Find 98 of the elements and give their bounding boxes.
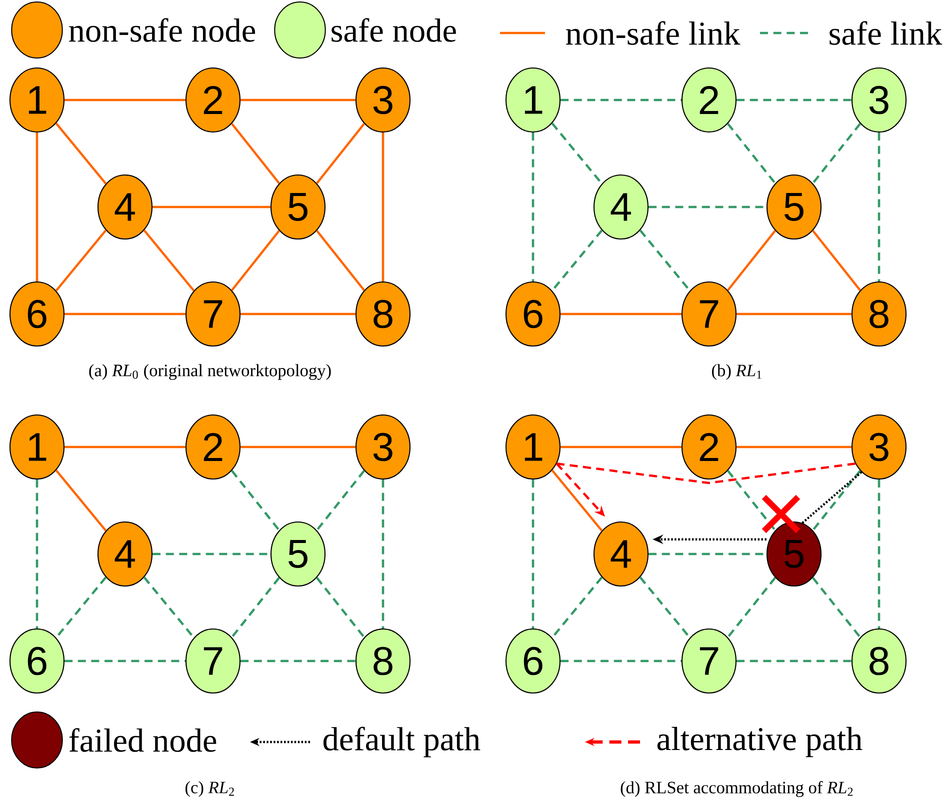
link xyxy=(152,206,270,208)
link xyxy=(55,470,107,532)
link xyxy=(230,123,280,184)
link xyxy=(382,132,384,282)
link xyxy=(316,470,366,531)
network-node: 8 xyxy=(355,281,411,347)
legend-label: non-safe node xyxy=(69,18,255,42)
subfigure-caption: (a) RL$_{0}$ (original networktopology) xyxy=(89,364,331,380)
link xyxy=(551,122,603,184)
link xyxy=(878,132,880,282)
network-node: 4 xyxy=(97,174,153,240)
link xyxy=(551,230,603,292)
link xyxy=(736,312,852,316)
link xyxy=(560,660,682,662)
link xyxy=(240,312,356,316)
link xyxy=(560,446,682,448)
network-node: 6 xyxy=(505,281,561,347)
link xyxy=(36,480,38,628)
network-node: 6 xyxy=(505,628,561,694)
network-node: 5 xyxy=(766,174,822,240)
network-node: 3 xyxy=(851,67,907,133)
network-node: 7 xyxy=(185,628,241,694)
link xyxy=(64,312,186,316)
network-node: 4 xyxy=(593,521,649,587)
link xyxy=(736,446,852,448)
network-node: 6 xyxy=(9,628,65,694)
link xyxy=(812,230,862,291)
link xyxy=(736,98,852,102)
network-node: 2 xyxy=(681,67,737,133)
subfigure-caption: (b) RL$_{1}$ xyxy=(712,364,762,380)
network-node: 3 xyxy=(851,414,907,480)
link xyxy=(382,480,384,628)
network-node: 8 xyxy=(851,281,907,347)
path-line xyxy=(556,462,856,484)
link xyxy=(55,122,107,184)
link xyxy=(736,660,852,662)
link xyxy=(726,577,776,638)
link xyxy=(64,446,186,448)
link xyxy=(55,230,107,292)
network-node: 6 xyxy=(9,281,65,347)
link xyxy=(316,577,366,638)
network-node: 5 xyxy=(766,521,822,587)
network-node: 5 xyxy=(270,174,326,240)
link xyxy=(64,660,186,662)
network-node: 1 xyxy=(505,67,561,133)
subfigure-caption: (d) RLSet accommodating of RL$_{2}$ xyxy=(620,781,853,797)
network-node: 4 xyxy=(593,174,649,240)
link xyxy=(316,230,366,291)
link xyxy=(726,230,776,291)
link xyxy=(240,98,356,102)
network-node: 2 xyxy=(185,414,241,480)
legend-label: default path xyxy=(323,726,480,758)
link xyxy=(726,470,776,531)
link xyxy=(560,312,682,316)
legend-label: failed node xyxy=(69,728,216,752)
link xyxy=(726,123,776,184)
network-node: 8 xyxy=(355,628,411,694)
link xyxy=(812,123,862,184)
legend-label: safe link xyxy=(830,21,942,45)
network-node: 1 xyxy=(9,414,65,480)
network-node: 7 xyxy=(681,281,737,347)
network-node: 7 xyxy=(681,628,737,694)
network-node: 5 xyxy=(270,521,326,587)
link xyxy=(532,132,534,282)
link xyxy=(639,230,691,292)
link xyxy=(878,480,880,628)
link xyxy=(143,230,195,292)
legend-label: safe node xyxy=(332,18,456,42)
network-node: 3 xyxy=(355,414,411,480)
link xyxy=(240,446,356,448)
path-line xyxy=(802,471,862,524)
network-node: 2 xyxy=(681,414,737,480)
link xyxy=(240,660,356,662)
link xyxy=(532,480,534,628)
network-node: 3 xyxy=(355,67,411,133)
network-node: 4 xyxy=(97,521,153,587)
legend-label: non-safe link xyxy=(566,21,740,45)
link xyxy=(639,576,691,638)
link xyxy=(36,132,38,282)
link xyxy=(230,230,280,291)
link xyxy=(812,577,862,638)
subfigure-caption: (c) RL$_{2}$ xyxy=(186,781,234,797)
link xyxy=(560,98,682,102)
link xyxy=(551,470,603,532)
network-node: 1 xyxy=(9,67,65,133)
link xyxy=(55,576,107,638)
link xyxy=(230,470,280,531)
network-node: 2 xyxy=(185,67,241,133)
link xyxy=(316,123,366,184)
link xyxy=(812,470,862,531)
network-node: 1 xyxy=(505,414,561,480)
link xyxy=(143,576,195,638)
network-node: 7 xyxy=(185,281,241,347)
legend-label: alternative path xyxy=(657,726,862,758)
link xyxy=(64,98,186,102)
link xyxy=(551,576,603,638)
network-node: 8 xyxy=(851,628,907,694)
link xyxy=(230,577,280,638)
